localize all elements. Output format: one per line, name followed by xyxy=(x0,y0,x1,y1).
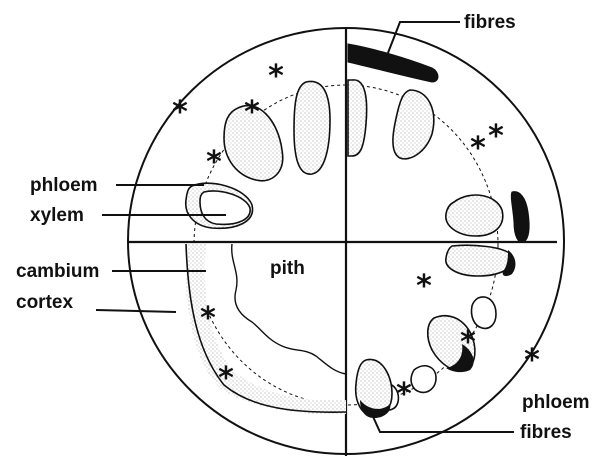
marker-star: * xyxy=(396,377,412,412)
marker-star: * xyxy=(200,301,216,336)
leader-cortex xyxy=(96,310,176,312)
vascular-bundle-tr-2 xyxy=(393,90,434,159)
vascular-bundle-tr-3 xyxy=(446,195,503,236)
fibre-cap-right xyxy=(511,192,529,243)
marker-star: * xyxy=(470,131,486,166)
marker-star: * xyxy=(172,95,188,130)
leader-phloem-fibres-bottom xyxy=(370,410,514,432)
label-phloem-left: phloem xyxy=(30,175,98,196)
marker-star: * xyxy=(218,361,234,396)
marker-star: * xyxy=(524,343,540,378)
vascular-bundle-br-4 xyxy=(411,366,436,393)
marker-star: * xyxy=(460,325,476,360)
vascular-bundle-tr-1 xyxy=(348,80,367,156)
marker-star: * xyxy=(206,145,222,180)
label-fibres-bottom: fibres xyxy=(520,422,572,443)
vascular-bundle-tl-2 xyxy=(294,81,330,174)
vascular-bundle-br-2 xyxy=(471,297,496,328)
marker-star: * xyxy=(268,59,284,94)
marker-star: * xyxy=(488,119,504,154)
label-phloem-bottom: phloem xyxy=(522,392,590,413)
marker-star: * xyxy=(244,95,260,130)
label-xylem: xylem xyxy=(30,205,84,226)
label-fibres-top: fibres xyxy=(464,12,516,33)
label-pith: pith xyxy=(270,258,305,279)
label-cortex: cortex xyxy=(16,292,73,313)
vascular-bundle-br-1 xyxy=(446,245,513,276)
fibre-cap-top xyxy=(348,44,438,82)
marker-star: * xyxy=(416,269,432,304)
label-cambium: cambium xyxy=(16,261,99,282)
